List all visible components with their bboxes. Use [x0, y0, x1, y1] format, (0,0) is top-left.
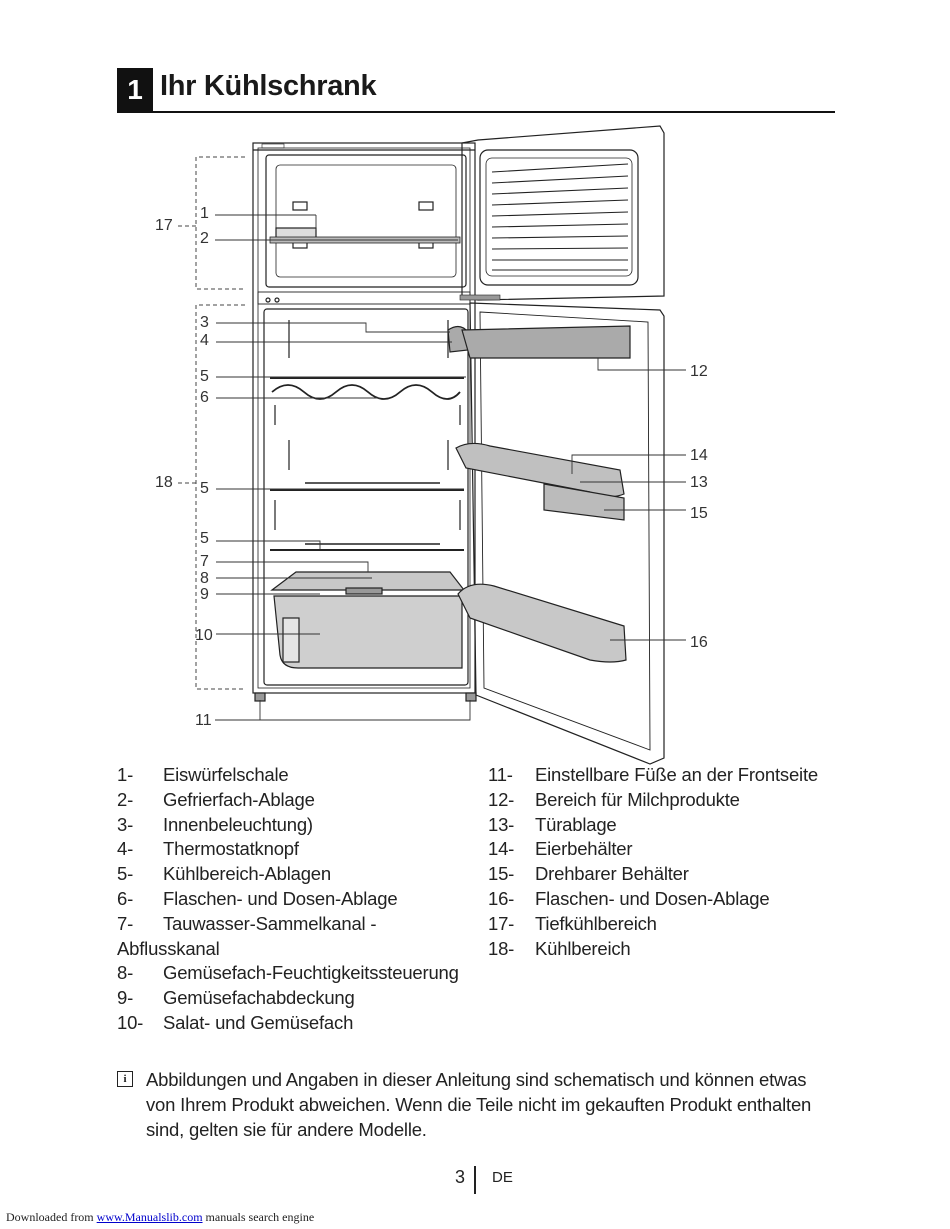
legend-item: 2- Gefrierfach-Ablage [117, 788, 497, 813]
diagram-label: 10 [195, 627, 213, 644]
legend-number: 8- [117, 962, 134, 984]
page-language: DE [492, 1169, 513, 1186]
legend-item: 12- Bereich für Milchprodukte [488, 788, 838, 813]
legend-text: Tauwasser-Sammelkanal - [163, 912, 377, 934]
legend-text: Abflusskanal [117, 937, 220, 959]
legend-item: 13- Türablage [488, 813, 838, 838]
legend-number: 5- [117, 863, 134, 885]
legend-number: 2- [117, 788, 134, 810]
diagram-label: 9 [200, 586, 209, 603]
legend-text: Innenbeleuchtung) [163, 813, 313, 835]
manualslib-link[interactable]: www.Manualslib.com [96, 1210, 203, 1224]
legend-text: Flaschen- und Dosen-Ablage [163, 887, 398, 909]
legend-number: 16- [488, 887, 515, 909]
download-prefix: Downloaded from [6, 1210, 97, 1224]
title-underline [117, 111, 835, 113]
diagram-label: 8 [200, 570, 209, 587]
legend-text: Kühlbereich-Ablagen [163, 863, 331, 885]
legend-item-continuation: Abflusskanal [117, 937, 497, 962]
legend-text: Salat- und Gemüsefach [163, 1011, 354, 1033]
diagram-label: 18 [155, 474, 173, 491]
legend-text: Gemüsefach-Feuchtigkeitssteuerung [163, 962, 459, 984]
legend-number: 3- [117, 813, 134, 835]
diagram-label: 3 [200, 314, 209, 331]
legend-item: 11- Einstellbare Füße an der Frontseite [488, 763, 838, 788]
legend-number: 17- [488, 912, 515, 934]
legend-number: 7- [117, 912, 134, 934]
section-number-badge: 1 [117, 68, 153, 112]
legend-text: Gefrierfach-Ablage [163, 788, 315, 810]
info-icon: i [117, 1071, 133, 1087]
page-number-separator [474, 1166, 476, 1194]
legend-number: 9- [117, 987, 134, 1009]
legend-number: 12- [488, 788, 515, 810]
legend-text: Eiswürfelschale [163, 764, 289, 785]
legend-item: 10- Salat- und Gemüsefach [117, 1011, 497, 1036]
download-footer: Downloaded from www.Manualslib.com manua… [6, 1210, 314, 1225]
legend-text: Tiefkühlbereich [535, 912, 657, 934]
diagram-label: 5 [200, 368, 209, 385]
page-number: 3 [455, 1167, 466, 1187]
section-title: Ihr Kühlschrank [160, 70, 377, 102]
legend-left: 1- Eiswürfelschale 2- Gefrierfach-Ablage 3… [117, 763, 497, 1036]
legend-item: 8- Gemüsefach-Feuchtigkeitssteuerung [117, 961, 497, 986]
legend-number: 10- [117, 1011, 144, 1033]
diagram-label: 14 [690, 447, 708, 464]
legend-text: Einstellbare Füße an der Frontseite [535, 764, 818, 785]
legend-text: Bereich für Milchprodukte [535, 788, 740, 810]
diagram-label: 13 [690, 474, 708, 491]
legend-item: 17- Tiefkühlbereich [488, 912, 838, 937]
legend-text: Drehbarer Behälter [535, 863, 689, 885]
legend-item: 14- Eierbehälter [488, 837, 838, 862]
legend-item: 18- Kühlbereich [488, 937, 838, 962]
download-suffix: manuals search engine [202, 1210, 315, 1224]
legend-item: 16- Flaschen- und Dosen-Ablage [488, 887, 838, 912]
legend-item: 9- Gemüsefachabdeckung [117, 986, 497, 1011]
legend-number: 1- [117, 764, 134, 785]
legend-right: 11- Einstellbare Füße an der Frontseite 1… [488, 763, 838, 961]
legend-number: 18- [488, 937, 515, 959]
legend-number: 13- [488, 813, 515, 835]
legend-item: 15- Drehbarer Behälter [488, 862, 838, 887]
legend-item: 4- Thermostatknopf [117, 837, 497, 862]
diagram-labels: 1 2 3 4 5 6 5 5 7 8 9 10 11 12 14 13 15 … [155, 205, 708, 729]
legend-text: Kühlbereich [535, 937, 631, 959]
diagram-label: 15 [690, 505, 708, 522]
legend-item: 7- Tauwasser-Sammelkanal - [117, 912, 497, 937]
legend-text: Eierbehälter [535, 838, 633, 860]
legend-number: 4- [117, 838, 134, 860]
diagram-label: 7 [200, 553, 209, 570]
diagram-label: 17 [155, 217, 173, 234]
legend-text: Flaschen- und Dosen-Ablage [535, 887, 770, 909]
legend-item: 5- Kühlbereich-Ablagen [117, 862, 497, 887]
legend-number: 14- [488, 838, 515, 860]
note-text: Abbildungen und Angaben in dieser Anleit… [146, 1069, 812, 1140]
diagram-label: 5 [200, 480, 209, 497]
legend-number: 15- [488, 863, 515, 885]
legend-item: 6- Flaschen- und Dosen-Ablage [117, 887, 497, 912]
diagram-label: 1 [200, 205, 209, 222]
diagram-label: 4 [200, 332, 209, 349]
legend-text: Gemüsefachabdeckung [163, 987, 355, 1009]
legend-item: 3- Innenbeleuchtung) [117, 813, 497, 838]
legend-text: Thermostatknopf [163, 838, 299, 860]
diagram-label: 5 [200, 530, 209, 547]
diagram-label: 16 [690, 634, 708, 651]
diagram-label: 12 [690, 363, 708, 380]
diagram-label: 2 [200, 230, 209, 247]
legend-text: Türablage [535, 813, 617, 835]
fridge-body [252, 125, 665, 765]
fridge-diagram: 1 2 3 4 5 6 5 5 7 8 9 10 11 12 14 13 15 … [155, 125, 708, 765]
diagram-label: 11 [195, 712, 212, 729]
legend-number: 11- [488, 764, 513, 785]
leader-lines [215, 214, 686, 721]
legend-number: 6- [117, 887, 134, 909]
legend-item: 1- Eiswürfelschale [117, 763, 497, 788]
diagram-label: 6 [200, 389, 209, 406]
section-brackets [178, 156, 245, 690]
